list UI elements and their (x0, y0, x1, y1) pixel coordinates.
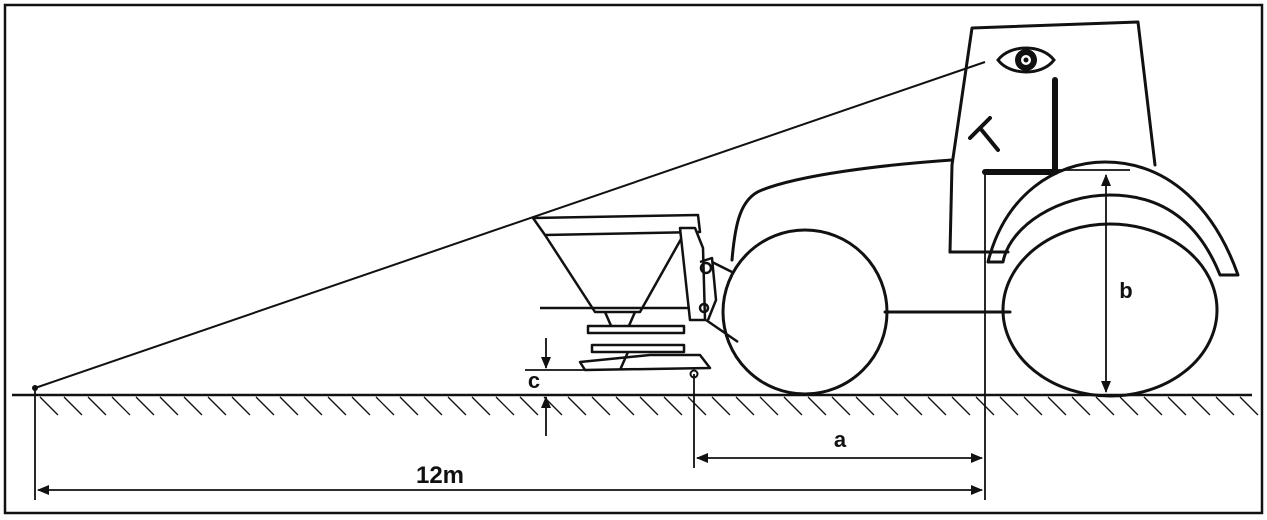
hatch-stroke (735, 396, 755, 416)
hatch-stroke (231, 396, 251, 416)
hatch-stroke (447, 396, 467, 416)
hatch-stroke (423, 396, 443, 416)
top-link (711, 260, 733, 274)
hatch-stroke (1143, 396, 1163, 416)
spreading-disc-upper (586, 324, 686, 335)
hatch-stroke (759, 396, 779, 416)
steering-column (978, 126, 1000, 152)
hatch-stroke (39, 396, 59, 416)
hopper-rim (531, 213, 702, 237)
linkage-pin-upper (699, 261, 713, 275)
hatch-stroke (1095, 396, 1115, 416)
hatch-stroke (711, 396, 731, 416)
spreader-base-plate (578, 353, 712, 372)
tractor (721, 20, 1240, 398)
hatch-stroke (159, 396, 179, 416)
lower-link (705, 318, 739, 344)
hatch-stroke (1239, 396, 1259, 416)
hatch-stroke (135, 396, 155, 416)
eye-icon (996, 46, 1056, 74)
tractor-cab (948, 20, 1157, 254)
tractor-hood (730, 158, 954, 262)
hatch-stroke (471, 396, 491, 416)
hatch-stroke (1119, 396, 1139, 416)
hatch-stroke (687, 396, 707, 416)
hatch-stroke (783, 396, 803, 416)
label-b: b (1119, 278, 1132, 303)
hatch-stroke (351, 396, 371, 416)
sight-line (34, 61, 986, 389)
front-wheel (721, 228, 889, 396)
hopper-body (543, 231, 687, 314)
hatch-stroke (879, 396, 899, 416)
hatch-stroke (1167, 396, 1187, 416)
fertilizer-spreader (531, 213, 739, 372)
hatch-stroke (183, 396, 203, 416)
hatch-stroke (87, 396, 107, 416)
hatch-stroke (591, 396, 611, 416)
hatch-stroke (303, 396, 323, 416)
hatch-stroke (1023, 396, 1043, 416)
diagram-frame (3, 3, 1264, 515)
ground-hatching (39, 396, 1259, 416)
hatch-stroke (855, 396, 875, 416)
label-c: c (528, 368, 540, 393)
hatch-stroke (63, 396, 83, 416)
hatch-stroke (519, 396, 539, 416)
hatch-stroke (495, 396, 515, 416)
hatch-stroke (807, 396, 827, 416)
spreader-frame (678, 226, 707, 322)
disc-shaft (618, 351, 630, 371)
hatch-stroke (951, 396, 971, 416)
hatch-stroke (831, 396, 851, 416)
hatch-stroke (399, 396, 419, 416)
hatch-stroke (279, 396, 299, 416)
hatch-stroke (1071, 396, 1091, 416)
hatch-stroke (567, 396, 587, 416)
hatch-stroke (327, 396, 347, 416)
hatch-stroke (255, 396, 275, 416)
hatch-stroke (927, 396, 947, 416)
label-a: a (834, 427, 847, 452)
hatch-stroke (639, 396, 659, 416)
hatch-stroke (615, 396, 635, 416)
hatch-stroke (999, 396, 1019, 416)
hatch-stroke (375, 396, 395, 416)
hatch-stroke (207, 396, 227, 416)
hatch-stroke (1215, 396, 1235, 416)
rear-wheel (1001, 222, 1219, 398)
hatch-stroke (1047, 396, 1067, 416)
three-point-linkage (699, 256, 718, 321)
linkage-pin-lower (698, 302, 710, 314)
hatch-stroke (1191, 396, 1211, 416)
spreading-disc-lower (590, 343, 686, 354)
hatch-stroke (663, 396, 683, 416)
label-12m: 12m (416, 462, 464, 489)
dimension-lines (34, 169, 1130, 500)
hatch-stroke (111, 396, 131, 416)
hatch-stroke (903, 396, 923, 416)
